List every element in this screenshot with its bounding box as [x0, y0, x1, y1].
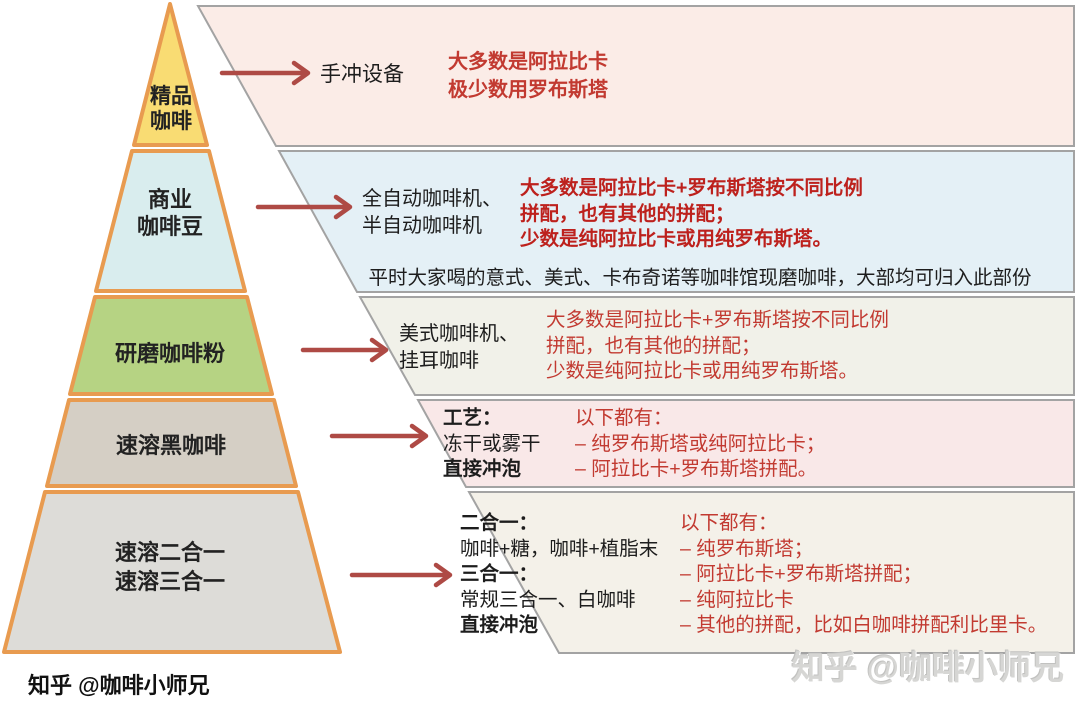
- note-line: 少数是纯阿拉比卡或用纯罗布斯塔。: [520, 228, 833, 250]
- label-line: 速溶二合一: [114, 540, 226, 565]
- label-line: 全自动咖啡机、: [362, 188, 502, 210]
- process-line: 直接冲泡: [443, 458, 522, 480]
- note-line: 以下都有：: [680, 512, 778, 534]
- note-line: – 其他的拼配，比如白咖啡拼配利比里卡。: [680, 614, 1048, 636]
- author-credit: 知乎 @咖啡小师兄: [28, 673, 210, 698]
- pyramid-level-2-label: 商业 咖啡豆: [137, 186, 203, 240]
- note-line: – 阿拉比卡+罗布斯塔拼配。: [575, 458, 818, 480]
- process-line: 工艺：: [443, 407, 502, 429]
- arrows: [219, 60, 453, 588]
- note-line: 拼配，也有其他的拼配；: [546, 334, 761, 357]
- arrow-3-icon: [300, 337, 389, 363]
- note-line: 以下都有：: [575, 407, 673, 429]
- label-line: 半自动咖啡机: [362, 215, 482, 237]
- pyramid-level-1-shape: [132, 2, 209, 147]
- note-line: 大多数是阿拉比卡+罗布斯塔按不同比例: [546, 309, 889, 331]
- process-line: 冻干或雾干: [443, 432, 541, 455]
- note-line: – 纯阿拉比卡: [680, 588, 794, 611]
- pyramid-level-2-shape: [94, 149, 247, 293]
- section-5-notes: 以下都有： – 纯罗布斯塔； – 阿拉比卡+罗布斯塔拼配； – 纯阿拉比卡 – …: [680, 511, 1047, 639]
- arrow-5-icon: [349, 562, 453, 588]
- label-line: 研磨咖啡粉: [114, 341, 226, 366]
- note-line: 大多数是阿拉比卡: [448, 51, 608, 73]
- panel-3-shape: [358, 296, 1075, 396]
- note-line: – 阿拉比卡+罗布斯塔拼配；: [680, 563, 923, 585]
- section-1-notes: 大多数是阿拉比卡 极少数用罗布斯塔: [448, 48, 608, 104]
- process-line: 咖啡+糖，咖啡+植脂末: [460, 537, 659, 560]
- note-line: – 纯罗布斯塔；: [680, 537, 814, 560]
- label-line: 咖啡: [150, 110, 192, 133]
- arrow-2-icon: [255, 194, 353, 220]
- label-line: 速溶黑咖啡: [115, 433, 227, 458]
- label-line: 挂耳咖啡: [399, 350, 479, 372]
- section-3-label: 美式咖啡机、 挂耳咖啡: [399, 321, 519, 375]
- process-line: 常规三合一、白咖啡: [460, 588, 636, 611]
- panel-1-shape: [196, 5, 1075, 147]
- note-line: – 纯罗布斯塔或纯阿拉比卡；: [575, 432, 826, 455]
- section-2-label: 全自动咖啡机、 半自动咖啡机: [362, 186, 502, 240]
- panel-5-shape: [467, 491, 1075, 654]
- pyramid-level-3-label: 研磨咖啡粉: [115, 336, 225, 368]
- watermark: 知乎 @咖啡小师兄: [791, 649, 1064, 686]
- process-line: 二合一：: [460, 512, 539, 534]
- label-line: 美式咖啡机、: [399, 323, 519, 345]
- pyramid-level-3-shape: [68, 295, 274, 396]
- label-line: 商业: [147, 187, 193, 212]
- arrow-1-icon: [219, 60, 311, 86]
- panel-4-shape: [416, 399, 1075, 488]
- note-line: 拼配，也有其他的拼配；: [520, 202, 735, 225]
- section-1-label: 手冲设备: [320, 63, 404, 86]
- pyramid-level-5-shape: [2, 490, 342, 654]
- section-2-notes: 大多数是阿拉比卡+罗布斯塔按不同比例 拼配，也有其他的拼配； 少数是纯阿拉比卡或…: [520, 176, 863, 253]
- section-3-notes: 大多数是阿拉比卡+罗布斯塔按不同比例 拼配，也有其他的拼配； 少数是纯阿拉比卡或…: [546, 308, 889, 385]
- process-line: 三合一：: [460, 563, 539, 585]
- note-line: 极少数用罗布斯塔: [448, 79, 608, 101]
- pyramid-level-4-label: 速溶黑咖啡: [116, 428, 226, 460]
- note-line: 大多数是阿拉比卡+罗布斯塔按不同比例: [520, 177, 863, 199]
- pyramid-level-4-shape: [45, 398, 298, 488]
- section-5-process: 二合一： 咖啡+糖，咖啡+植脂末 三合一： 常规三合一、白咖啡 直接冲泡: [460, 511, 658, 639]
- note-line: 少数是纯阿拉比卡或用纯罗布斯塔。: [546, 360, 859, 382]
- section-2-caption: 平时大家喝的意式、美式、卡布奇诺等咖啡馆现磨咖啡，大部均可归入此部份: [368, 267, 1032, 289]
- label-line: 速溶三合一: [114, 569, 226, 594]
- process-line: 直接冲泡: [460, 614, 539, 636]
- label-line: 精品: [150, 85, 192, 108]
- pyramid-level-5-label: 速溶二合一 速溶三合一: [115, 538, 225, 596]
- section-4-notes: 以下都有： – 纯罗布斯塔或纯阿拉比卡； – 阿拉比卡+罗布斯塔拼配。: [575, 406, 825, 483]
- label-line: 咖啡豆: [136, 214, 204, 239]
- section-4-process: 工艺： 冻干或雾干 直接冲泡: [443, 406, 541, 483]
- arrow-4-icon: [329, 423, 429, 449]
- pyramid-level-1-label: 精品 咖啡: [150, 84, 192, 134]
- panel-2-shape: [277, 150, 1075, 293]
